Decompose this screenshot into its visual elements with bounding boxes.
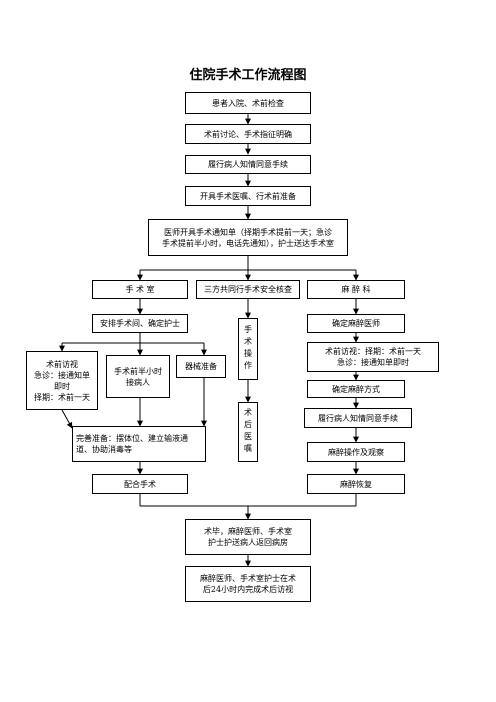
node-return-ward: 术毕，麻醉医师、手术室 护士护送病人返回病房 [185, 519, 311, 555]
node-notice: 医师开具手术通知单（择期手术提前一天；急诊 手术提前半小时，电话先通知），护士送… [148, 219, 348, 256]
node-safety-check: 三方共同行手术安全核查 [196, 280, 300, 299]
node-or-room: 手 术 室 [92, 280, 188, 299]
node-discussion: 术前讨论、手术指征明确 [185, 124, 311, 144]
node-equipment: 器械准备 [176, 355, 226, 378]
node-pre-visit-anesth: 术前访视：择期：术前一天 急诊：接通知单即时 [307, 342, 439, 372]
node-anesth-op: 麻醉操作及观察 [307, 442, 405, 462]
node-admission: 患者入院、术前检查 [185, 92, 311, 114]
node-post-rounds: 术后医嘱 [238, 402, 258, 462]
node-pre-visit-nurse: 术前访视 急诊：接通知单 即时 择期：术前一天 [26, 351, 98, 410]
node-anesth-consent: 履行病人知情同意手续 [304, 408, 412, 428]
node-recovery: 麻醉恢复 [307, 474, 405, 494]
node-orders: 开具手术医嘱、行术前准备 [185, 186, 311, 206]
node-prepare: 完善准备：摆体位、建立输液通 道、协助消毒等 [72, 426, 206, 462]
node-pickup: 手术前半小时 接病人 [106, 355, 170, 398]
page-title: 住院手术工作流程图 [189, 68, 307, 83]
node-anesth-method: 确定麻醉方式 [307, 380, 405, 398]
node-surgery-op: 手术操作 [238, 318, 258, 380]
node-anesthesia-dept: 麻 醉 科 [307, 280, 405, 299]
node-arrange-room: 安排手术间、确定护士 [92, 314, 188, 333]
node-assign-anesth: 确定麻醉医师 [307, 314, 405, 333]
arrow-previsit-prepare [61, 409, 73, 429]
node-followup: 麻醉医师、手术室护士在术 后24小时内完成术后访视 [185, 566, 311, 602]
node-assist: 配合手术 [92, 474, 188, 494]
node-consent: 履行病人知情同意手续 [185, 155, 311, 174]
